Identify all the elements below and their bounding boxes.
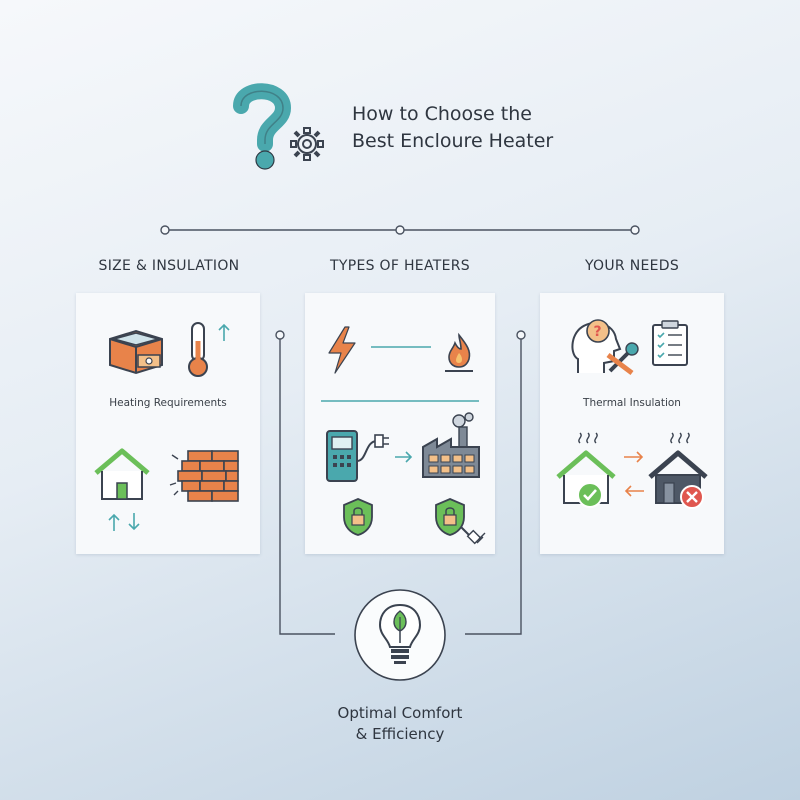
clipboard-checklist-icon bbox=[652, 320, 688, 366]
column-title-your-needs: YOUR NEEDS bbox=[584, 258, 680, 274]
divider-line bbox=[371, 346, 431, 348]
shield-lock-plug-icon bbox=[435, 498, 486, 545]
lightning-bolt-icon bbox=[328, 326, 356, 374]
eco-bulb-icon bbox=[354, 589, 446, 681]
house-icon bbox=[94, 448, 150, 500]
card-size-insulation: Heating Requirements bbox=[76, 293, 260, 554]
measuring-box-icon bbox=[109, 329, 163, 375]
svg-text:?: ? bbox=[594, 324, 602, 340]
up-down-arrows-icon bbox=[108, 513, 140, 531]
separator-line bbox=[321, 400, 479, 402]
result-line-2: & Efficiency bbox=[355, 725, 445, 743]
result-line-1: Optimal Comfort bbox=[337, 704, 463, 722]
thermal-insulation-label: Thermal Insulation bbox=[583, 397, 681, 409]
heating-requirements-label: Heating Requirements bbox=[109, 397, 227, 409]
factory-icon bbox=[422, 412, 480, 478]
flame-icon bbox=[445, 332, 473, 372]
thermometer-icon bbox=[188, 322, 230, 377]
card-types-of-heaters bbox=[305, 293, 495, 554]
head-question-icon: ? bbox=[571, 319, 639, 375]
column-title-size-insulation: SIZE & INSULATION bbox=[98, 258, 240, 274]
card-your-needs: ? Thermal Insulation bbox=[540, 293, 724, 554]
column-title-types-of-heaters: TYPES OF HEATERS bbox=[330, 258, 470, 274]
shield-lock-icon bbox=[343, 498, 373, 536]
right-arrow-icon bbox=[395, 451, 413, 463]
title-line-2: Best Encloure Heater bbox=[352, 130, 554, 152]
charging-station-icon bbox=[326, 430, 389, 482]
title-line-1: How to Choose the bbox=[352, 103, 532, 125]
brick-wall-icon bbox=[169, 450, 239, 502]
exchange-arrows-icon bbox=[624, 451, 644, 497]
question-gear-icon bbox=[233, 83, 324, 170]
dark-house-x-icon bbox=[648, 432, 708, 509]
green-house-check-icon bbox=[556, 432, 616, 508]
